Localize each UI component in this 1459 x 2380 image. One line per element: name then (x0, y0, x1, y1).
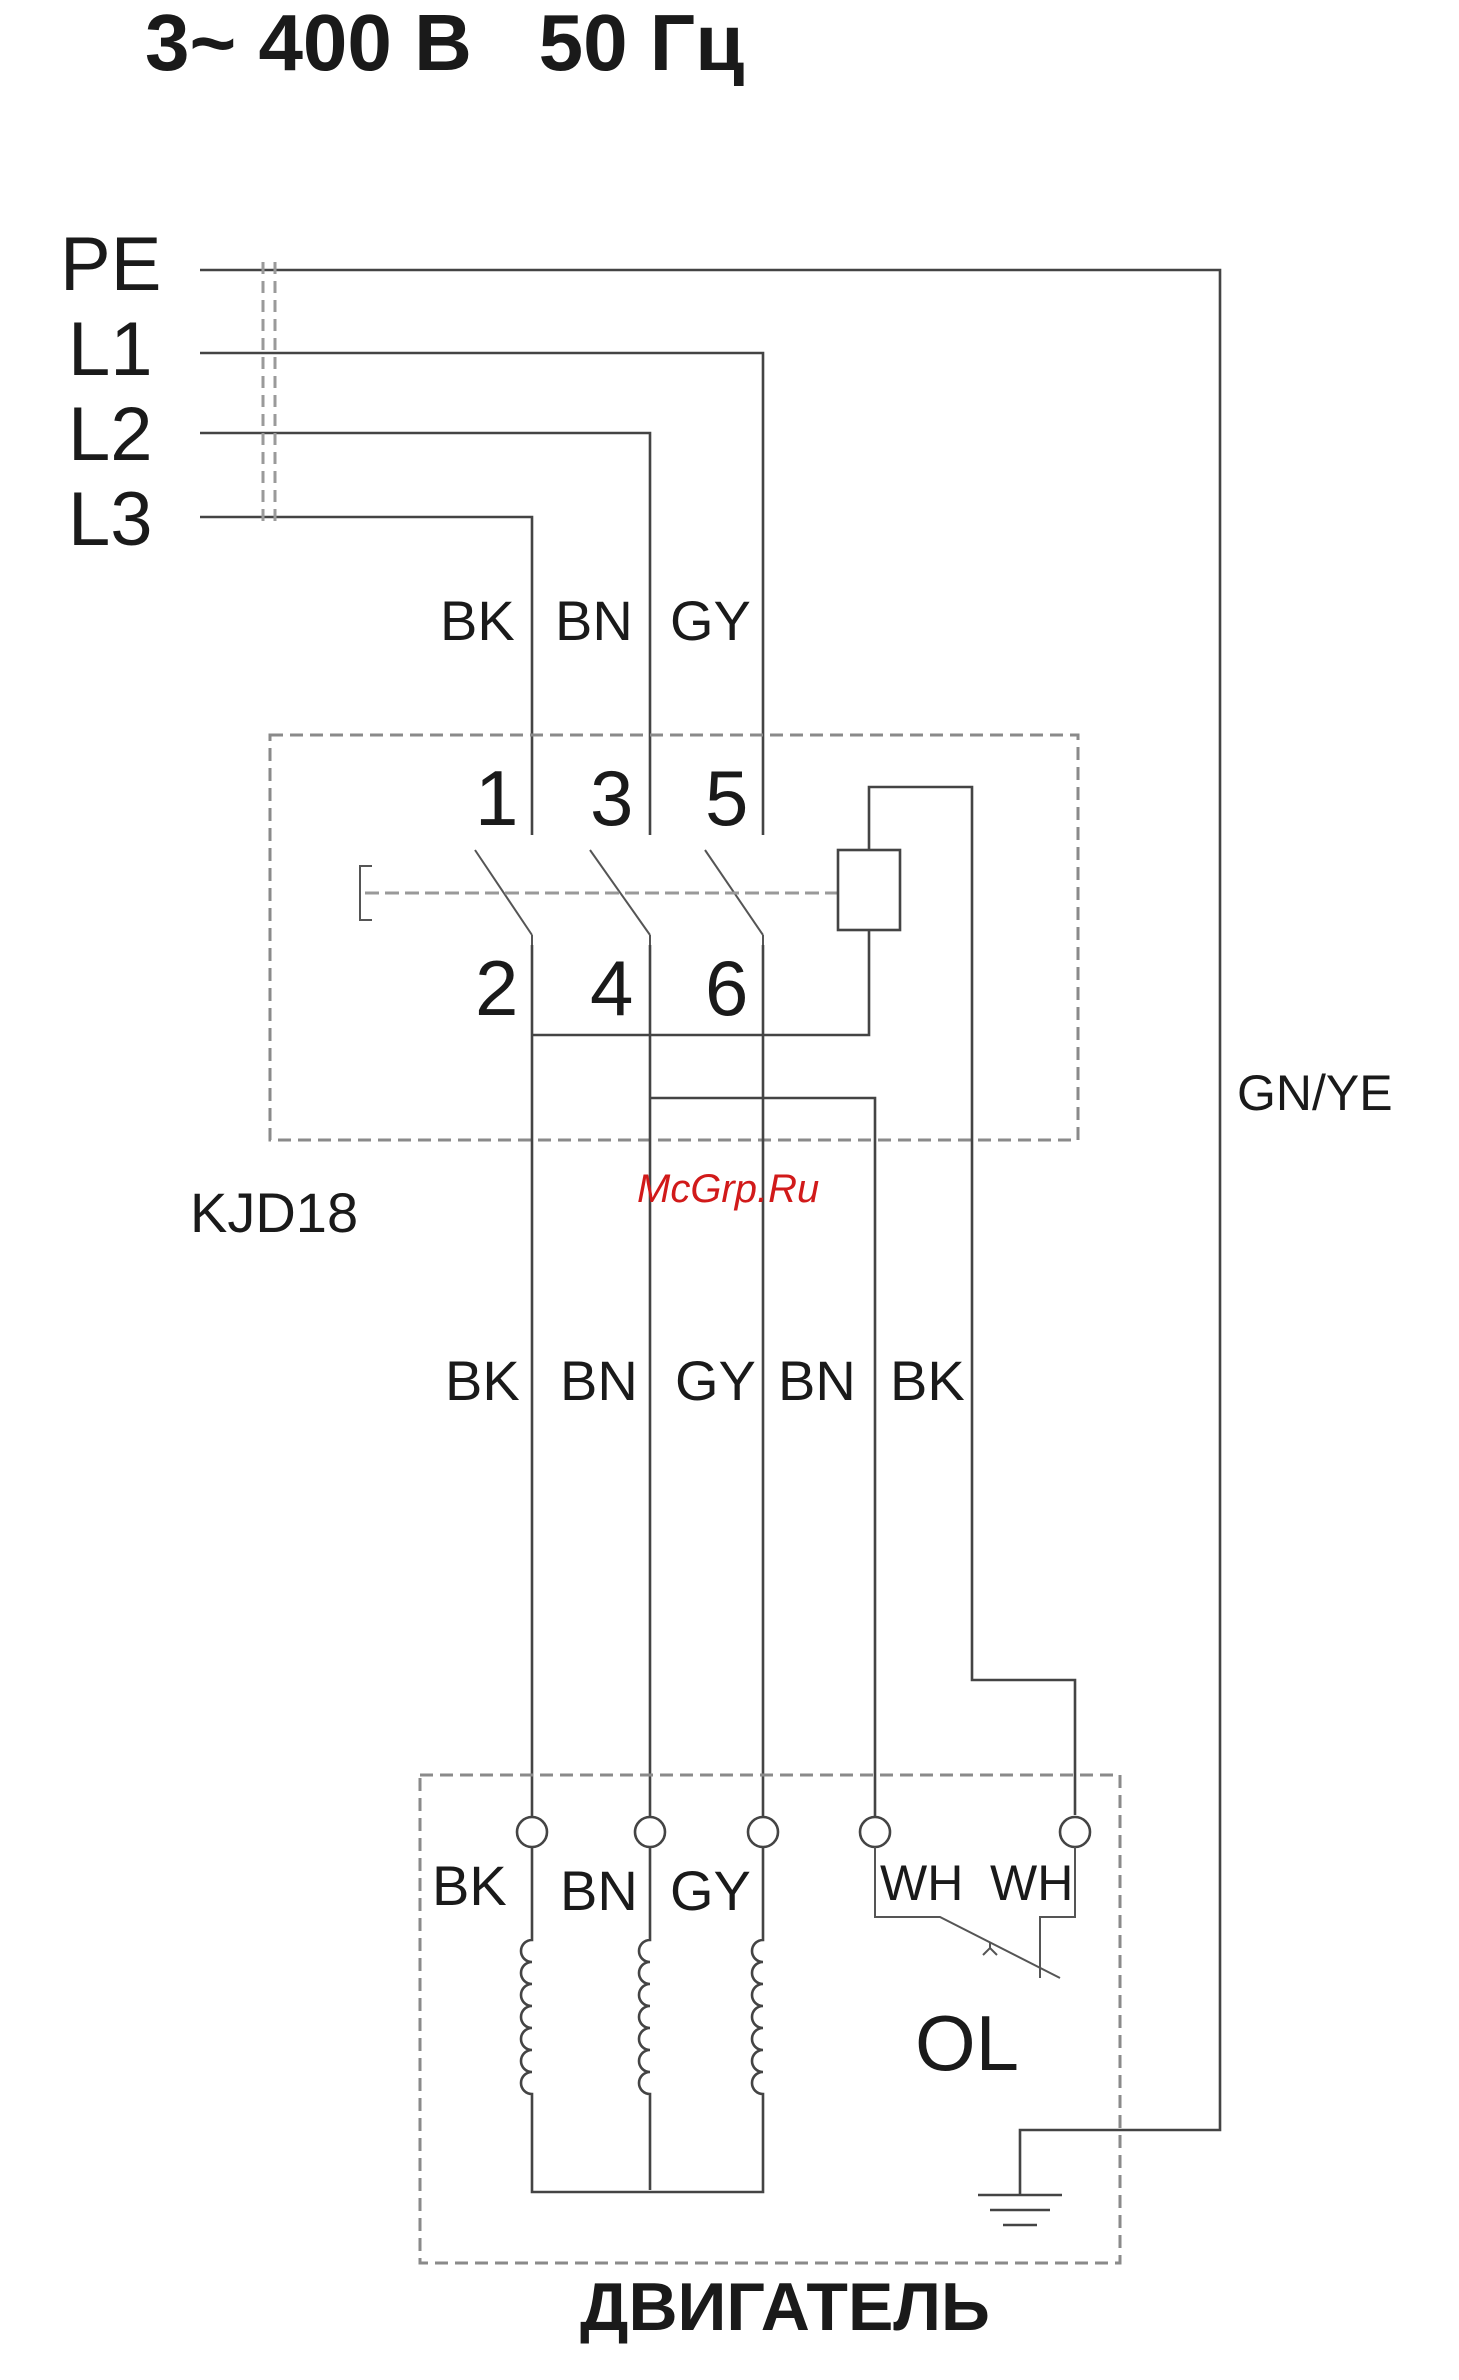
winding-bk (521, 1847, 532, 2190)
input-color-bn: BN (555, 589, 633, 652)
supply-label-l2: L2 (68, 392, 153, 477)
terminal-4: 4 (590, 944, 633, 1032)
terminal-6: 6 (705, 944, 748, 1032)
motor-pin-bk (517, 1817, 547, 1847)
motor-color-bn: BN (560, 1859, 638, 1922)
thermal-color-wh-1: WH (880, 1855, 963, 1911)
terminal-3: 3 (590, 754, 633, 842)
terminal-1: 1 (475, 754, 518, 842)
contactor-coil (838, 850, 900, 930)
star-point (532, 2190, 763, 2192)
terminal-5: 5 (705, 754, 748, 842)
contactor-name: KJD18 (190, 1181, 358, 1244)
winding-bn (639, 1847, 650, 2190)
motor-color-bk: BK (432, 1854, 507, 1917)
watermark: McGrp.Ru (637, 1167, 819, 1211)
overload-label: OL (915, 1999, 1019, 2087)
motor-pin-bn (635, 1817, 665, 1847)
contact-blade-1 (475, 850, 532, 935)
winding-gy (752, 1847, 763, 2190)
input-color-gy: GY (670, 589, 751, 652)
coil-bottom-wire (532, 930, 869, 1035)
cable-color-bn-2: BN (778, 1349, 856, 1412)
supply-label-l3: L3 (68, 477, 153, 562)
motor-pin-wh-2 (1060, 1817, 1090, 1847)
cable-color-bk: BK (445, 1349, 520, 1412)
cable-color-gy: GY (675, 1349, 756, 1412)
supply-label-l1: L1 (68, 307, 153, 392)
input-color-bk: BK (440, 589, 515, 652)
cable-color-bk-2: BK (890, 1349, 965, 1412)
ground-color-label: GN/YE (1237, 1065, 1393, 1121)
terminal-2: 2 (475, 944, 518, 1032)
coil-top-wire (869, 787, 1075, 1815)
contactor-box (270, 735, 1078, 1140)
thermal-color-wh-2: WH (990, 1855, 1073, 1911)
ground-icon (978, 2195, 1062, 2225)
cable-color-bn: BN (560, 1349, 638, 1412)
motor-pin-gy (748, 1817, 778, 1847)
motor-pin-wh-1 (860, 1817, 890, 1847)
motor-name: ДВИГАТЕЛЬ (580, 2269, 990, 2345)
thermal-actuator-icon (983, 1948, 997, 1955)
supply-label-pe: PE (60, 222, 161, 307)
motor-color-gy: GY (670, 1859, 751, 1922)
diagram-title: 3~ 400 В 50 Гц (145, 0, 744, 87)
